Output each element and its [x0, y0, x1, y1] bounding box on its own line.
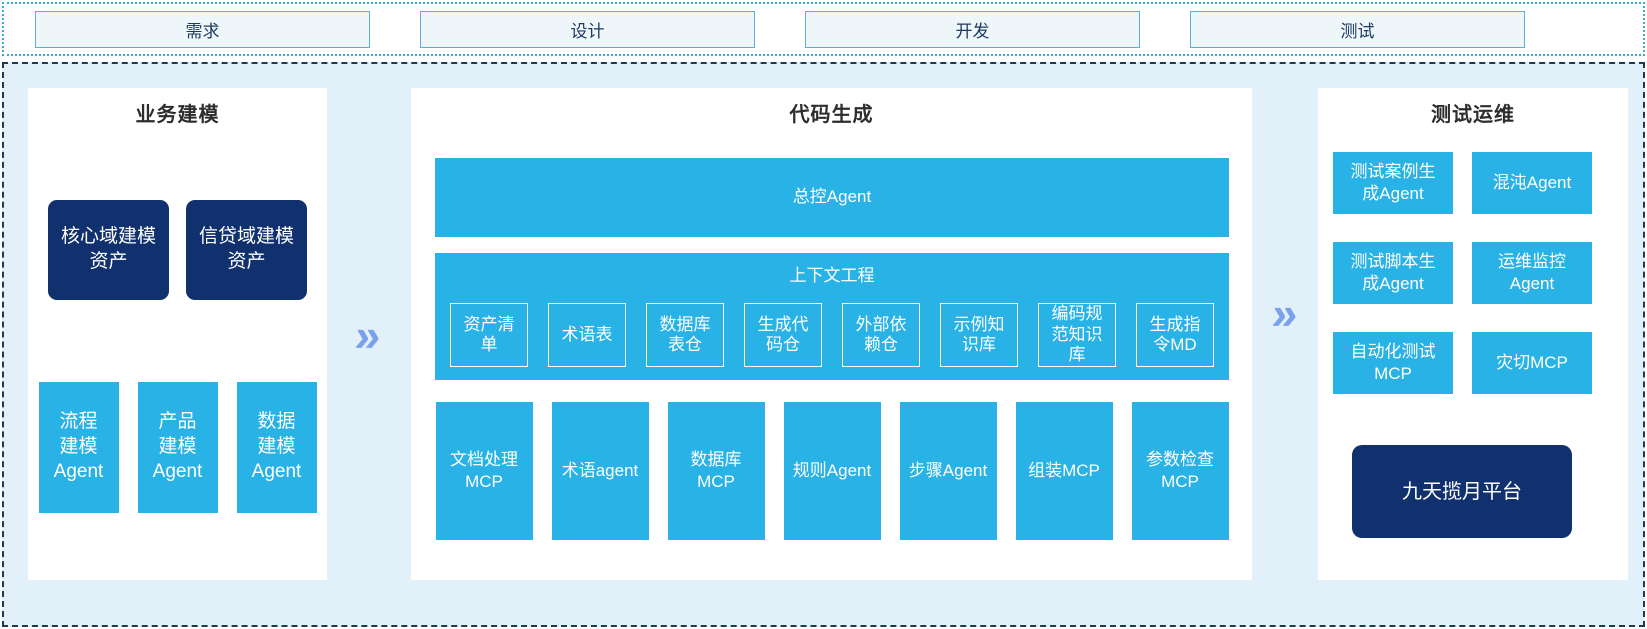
- code-gen-tools-row: 文档处理MCP 术语agent 数据库MCP 规则Agent 步骤Agent 组…: [435, 402, 1229, 540]
- double-chevron-right-icon: »: [352, 309, 384, 361]
- test-ops-title: 测试运维: [1431, 104, 1515, 126]
- test-ops-panel: 测试运维 测试案例生成Agent 混沌Agent 测试脚本生成Agent 运维监…: [1318, 88, 1628, 580]
- credit-domain-assets-box: 信贷域建模资产: [186, 200, 307, 300]
- code-generation-title: 代码生成: [789, 104, 874, 126]
- test-case-generation-agent-box: 测试案例生成Agent: [1333, 152, 1453, 214]
- modeling-agents-row: 流程建模Agent 产品建模Agent 数据建模Agent: [28, 382, 327, 513]
- phase-box-requirements: 需求: [35, 10, 370, 48]
- pipeline-container: 业务建模 核心域建模资产 信贷域建模资产 流程建模Agent 产品建模Agent…: [2, 62, 1645, 627]
- double-chevron-right-icon: »: [1269, 287, 1301, 339]
- disaster-switch-mcp-box: 灾切MCP: [1472, 332, 1592, 394]
- generated-code-repo-box: 生成代码仓: [744, 303, 822, 367]
- context-items-row: 资产清单 术语表 数据库表仓 生成代码仓 外部依赖仓 示例知识库 编码规范知识库…: [435, 303, 1229, 367]
- master-agent-bar: 总控Agent: [435, 158, 1229, 237]
- product-modeling-agent-box: 产品建模Agent: [137, 382, 218, 513]
- code-generation-panel: 代码生成 总控Agent 上下文工程 资产清单 术语表 数据库表仓 生成代码仓 …: [411, 88, 1252, 580]
- generation-instruction-md-box: 生成指令MD: [1136, 303, 1214, 367]
- phase-box-design: 设计: [420, 10, 755, 48]
- test-ops-grid: 测试案例生成Agent 混沌Agent 测试脚本生成Agent 运维监控Agen…: [1333, 152, 1592, 394]
- process-modeling-agent-box: 流程建模Agent: [38, 382, 119, 513]
- automated-testing-mcp-box: 自动化测试MCP: [1333, 332, 1453, 394]
- terminology-agent-box: 术语agent: [551, 402, 649, 540]
- glossary-box: 术语表: [548, 303, 626, 367]
- context-engineering-panel: 上下文工程 资产清单 术语表 数据库表仓 生成代码仓 外部依赖仓 示例知识库 编…: [435, 253, 1229, 380]
- business-modeling-panel: 业务建模 核心域建模资产 信贷域建模资产 流程建模Agent 产品建模Agent…: [28, 88, 327, 580]
- external-dependency-repo-box: 外部依赖仓: [842, 303, 920, 367]
- step-agent-box: 步骤Agent: [899, 402, 997, 540]
- ops-monitoring-agent-box: 运维监控Agent: [1472, 242, 1592, 304]
- business-modeling-title: 业务建模: [135, 104, 220, 126]
- core-domain-assets-box: 核心域建模资产: [48, 200, 169, 300]
- phase-box-development: 开发: [805, 10, 1140, 48]
- modeling-assets-row: 核心域建模资产 信贷域建模资产: [28, 200, 327, 300]
- example-knowledge-base-box: 示例知识库: [940, 303, 1018, 367]
- data-modeling-agent-box: 数据建模Agent: [236, 382, 317, 513]
- phase-strip: 需求 设计 开发 测试: [2, 2, 1645, 56]
- assembly-mcp-box: 组装MCP: [1015, 402, 1113, 540]
- jiutian-lanyue-platform-box: 九天揽月平台: [1352, 445, 1572, 538]
- document-processing-mcp-box: 文档处理MCP: [435, 402, 533, 540]
- database-table-repo-box: 数据库表仓: [646, 303, 724, 367]
- coding-standards-knowledge-base-box: 编码规范知识库: [1038, 303, 1116, 367]
- chaos-agent-box: 混沌Agent: [1472, 152, 1592, 214]
- rule-agent-box: 规则Agent: [783, 402, 881, 540]
- database-mcp-box: 数据库MCP: [667, 402, 765, 540]
- phase-box-testing: 测试: [1190, 10, 1525, 48]
- parameter-check-mcp-box: 参数检查MCP: [1131, 402, 1229, 540]
- asset-list-box: 资产清单: [450, 303, 528, 367]
- context-engineering-title: 上下文工程: [789, 266, 875, 285]
- test-script-generation-agent-box: 测试脚本生成Agent: [1333, 242, 1453, 304]
